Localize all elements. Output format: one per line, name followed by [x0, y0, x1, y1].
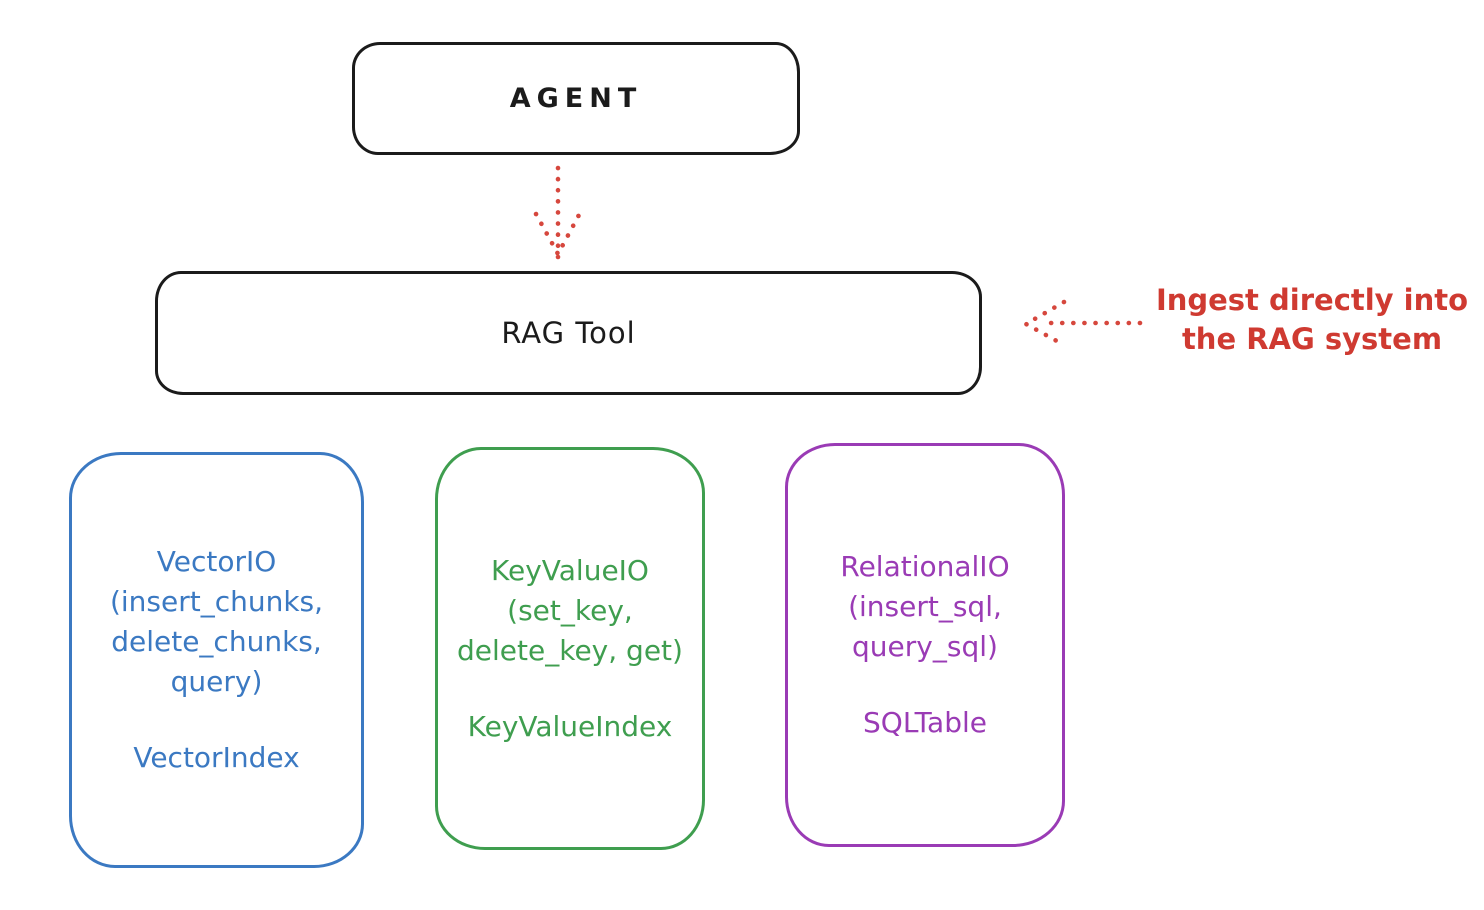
text-line: VectorIO [156, 545, 277, 578]
key-value-io-signature: KeyValueIO (set_key, delete_key, get) [457, 551, 683, 671]
text-line: query) [170, 665, 263, 698]
text-line: delete_key, get) [457, 633, 683, 667]
text-line: (set_key, [507, 593, 633, 627]
sql-table-label: SQLTable [863, 706, 987, 739]
text-line: KeyValueIO [491, 553, 649, 587]
text-line: query_sql) [852, 630, 998, 663]
text-line: (insert_sql, [848, 590, 1002, 623]
text-line: the RAG system [1181, 322, 1443, 356]
ingest-annotation-text: Ingest directly into the RAG system [1140, 281, 1484, 359]
rag-tool-label: RAG Tool [501, 316, 636, 350]
relational-io-card[interactable]: RelationalIO (insert_sql, query_sql) SQLTa… [785, 443, 1065, 847]
key-value-index-label: KeyValueIndex [467, 709, 673, 743]
relational-io-signature: RelationalIO (insert_sql, query_sql) [840, 547, 1009, 667]
key-value-io-card[interactable]: KeyValueIO (set_key, delete_key, get) KeyV… [435, 447, 705, 850]
text-line: RelationalIO [840, 550, 1010, 583]
text-line: Ingest directly into [1155, 283, 1469, 317]
text-line: delete_chunks, [111, 625, 322, 658]
agent-to-ragtool-arrow [533, 165, 583, 260]
vector-index-label: VectorIndex [133, 741, 300, 774]
rag-tool-node[interactable]: RAG Tool [155, 271, 982, 395]
agent-label: AGENT [509, 83, 643, 114]
vector-io-card[interactable]: VectorIO (insert_chunks, delete_chunks,que… [69, 452, 364, 868]
agent-node[interactable]: AGENT [352, 42, 800, 155]
vector-io-signature: VectorIO (insert_chunks, delete_chunks,que… [110, 542, 323, 702]
ingest-annotation-arrow [1023, 299, 1143, 348]
text-line: (insert_chunks, [109, 585, 324, 618]
